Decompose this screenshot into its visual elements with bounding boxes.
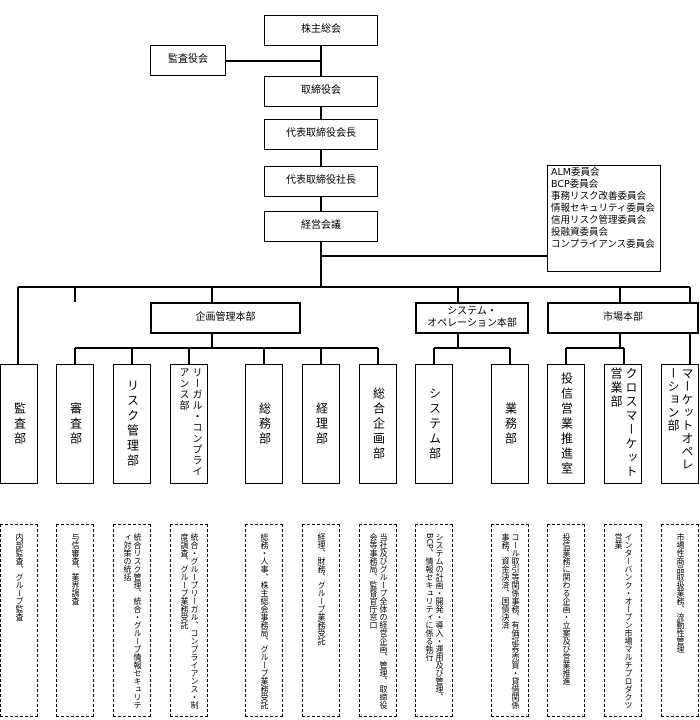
dept-legal-compliance: リーガル・コンプライアンス部 xyxy=(170,364,208,484)
dept-general-affairs: 総務部 xyxy=(245,364,283,484)
dept-label: リスク管理部 xyxy=(125,379,140,469)
duty-text: 統合リスク管理、統合・グループ情報セキュリティ対策の統括 xyxy=(123,533,142,709)
dept-systems: システム部 xyxy=(415,364,453,484)
duty-cross-market: インターバンク・オープン市場マルチプロダクツ営業 xyxy=(604,524,642,717)
duty-accounting: 経理、財務、グループ業務受託 xyxy=(302,524,340,717)
duty-text: 統合・グループリーガル、コンプライアンス・制度調査、グループ業務受託 xyxy=(180,533,199,709)
board-label: 取締役会 xyxy=(301,85,341,97)
duty-text: コール取引等関係事務、有価証券売買・貸借関係事務、資金決済、国債決済 xyxy=(501,533,520,709)
auditors-label: 監査役会 xyxy=(168,54,208,66)
dept-label: 審査部 xyxy=(68,401,83,447)
duty-text: 総務・人事、株主総会事務局、グループ業務受託 xyxy=(260,533,269,709)
duty-fund-sales: 投信業務に関わる企画・立案及び営業推進 xyxy=(547,524,585,717)
duty-text: インターバンク・オープン市場マルチプロダクツ営業 xyxy=(614,533,633,709)
president-box: 代表取締役社長 xyxy=(264,166,378,197)
duty-credit-review: 与信審査、業界調査 xyxy=(56,524,94,717)
dept-credit-review: 審査部 xyxy=(56,364,94,484)
committees-box: ALM委員会 BCP委員会 事務リスク改善委員会 情報セキュリティ委員会 信用リ… xyxy=(547,165,661,272)
management-label: 経営会議 xyxy=(301,220,341,232)
duty-audit: 内部監査、グループ監査 xyxy=(0,524,38,717)
committee-item: 投融資委員会 xyxy=(551,227,609,238)
duty-text: システムの計画・開発・導入・運用及び管理、BCP、情報セキュリティに係る執行 xyxy=(425,533,444,701)
duty-text: 当社及びグループ全体の経営企画、管理、取締役会等事務局、監督官庁窓口 xyxy=(369,533,388,709)
duty-text: 経理、財務、グループ業務受託 xyxy=(317,533,326,645)
dept-accounting: 経理部 xyxy=(302,364,340,484)
duty-legal-compliance: 統合・グループリーガル、コンプライアンス・制度調査、グループ業務受託 xyxy=(170,524,208,717)
dept-cross-market: クロスマーケット営業部 xyxy=(604,364,642,484)
committee-item: コンプライアンス委員会 xyxy=(551,239,655,250)
dept-label: 監査部 xyxy=(12,401,27,447)
committee-item: 情報セキュリティ委員会 xyxy=(551,203,655,214)
system-hq-label-1: システム・ xyxy=(447,305,497,317)
dept-audit: 監査部 xyxy=(0,364,38,484)
board-box: 取締役会 xyxy=(264,76,378,107)
dept-label: 総合企画部 xyxy=(371,386,386,462)
dept-label: システム部 xyxy=(427,386,442,462)
committee-item: 信用リスク管理委員会 xyxy=(551,215,647,226)
duty-text: 与信審査、業界調査 xyxy=(71,533,80,605)
management-meeting-box: 経営会議 xyxy=(264,211,378,242)
market-hq-label: 市場本部 xyxy=(603,311,643,323)
system-hq-box: システム・ オペレーション本部 xyxy=(415,302,529,334)
dept-label: マーケットオペレーション部 xyxy=(666,367,694,471)
dept-risk-management: リスク管理部 xyxy=(113,364,151,484)
duty-text: 市場性商品取扱業務、流動性管理 xyxy=(676,533,685,653)
duty-operations: コール取引等関係事務、有価証券売買・貸借関係事務、資金決済、国債決済 xyxy=(491,524,529,717)
president-label: 代表取締役社長 xyxy=(286,175,356,187)
dept-corporate-planning: 総合企画部 xyxy=(359,364,397,484)
shareholders-meeting-box: 株主総会 xyxy=(264,15,378,46)
committee-item: ALM委員会 xyxy=(551,167,600,178)
dept-label: 経理部 xyxy=(314,401,329,447)
duty-general-affairs: 総務・人事、株主総会事務局、グループ業務受託 xyxy=(245,524,283,717)
duty-market-operations: 市場性商品取扱業務、流動性管理 xyxy=(661,524,699,717)
dept-label: リーガル・コンプライアンス部 xyxy=(177,367,201,477)
chairman-label: 代表取締役会長 xyxy=(286,128,356,140)
duty-text: 投信業務に関わる企画・立案及び営業推進 xyxy=(562,533,571,685)
planning-hq-box: 企画管理本部 xyxy=(150,302,301,334)
market-hq-box: 市場本部 xyxy=(547,302,699,334)
dept-fund-sales: 投信営業推進室 xyxy=(547,364,585,484)
chairman-box: 代表取締役会長 xyxy=(264,119,378,150)
duty-text: 内部監査、グループ監査 xyxy=(15,533,24,621)
dept-label: クロスマーケット営業部 xyxy=(609,367,638,479)
duty-risk-management: 統合リスク管理、統合・グループ情報セキュリティ対策の統括 xyxy=(113,524,151,717)
committee-item: 事務リスク改善委員会 xyxy=(551,191,647,202)
planning-hq-label: 企画管理本部 xyxy=(195,311,256,323)
dept-label: 業務部 xyxy=(503,401,518,447)
dept-market-operations: マーケットオペレーション部 xyxy=(661,364,699,484)
duty-systems: システムの計画・開発・導入・運用及び管理、BCP、情報セキュリティに係る執行 xyxy=(415,524,453,717)
dept-operations: 業務部 xyxy=(491,364,529,484)
dept-label: 総務部 xyxy=(257,401,272,447)
duty-corporate-planning: 当社及びグループ全体の経営企画、管理、取締役会等事務局、監督官庁窓口 xyxy=(359,524,397,717)
auditors-box: 監査役会 xyxy=(150,45,226,76)
dept-label: 投信営業推進室 xyxy=(559,371,574,477)
shareholders-label: 株主総会 xyxy=(301,24,341,36)
committee-item: BCP委員会 xyxy=(551,179,599,190)
system-hq-label-2: オペレーション本部 xyxy=(427,318,517,329)
